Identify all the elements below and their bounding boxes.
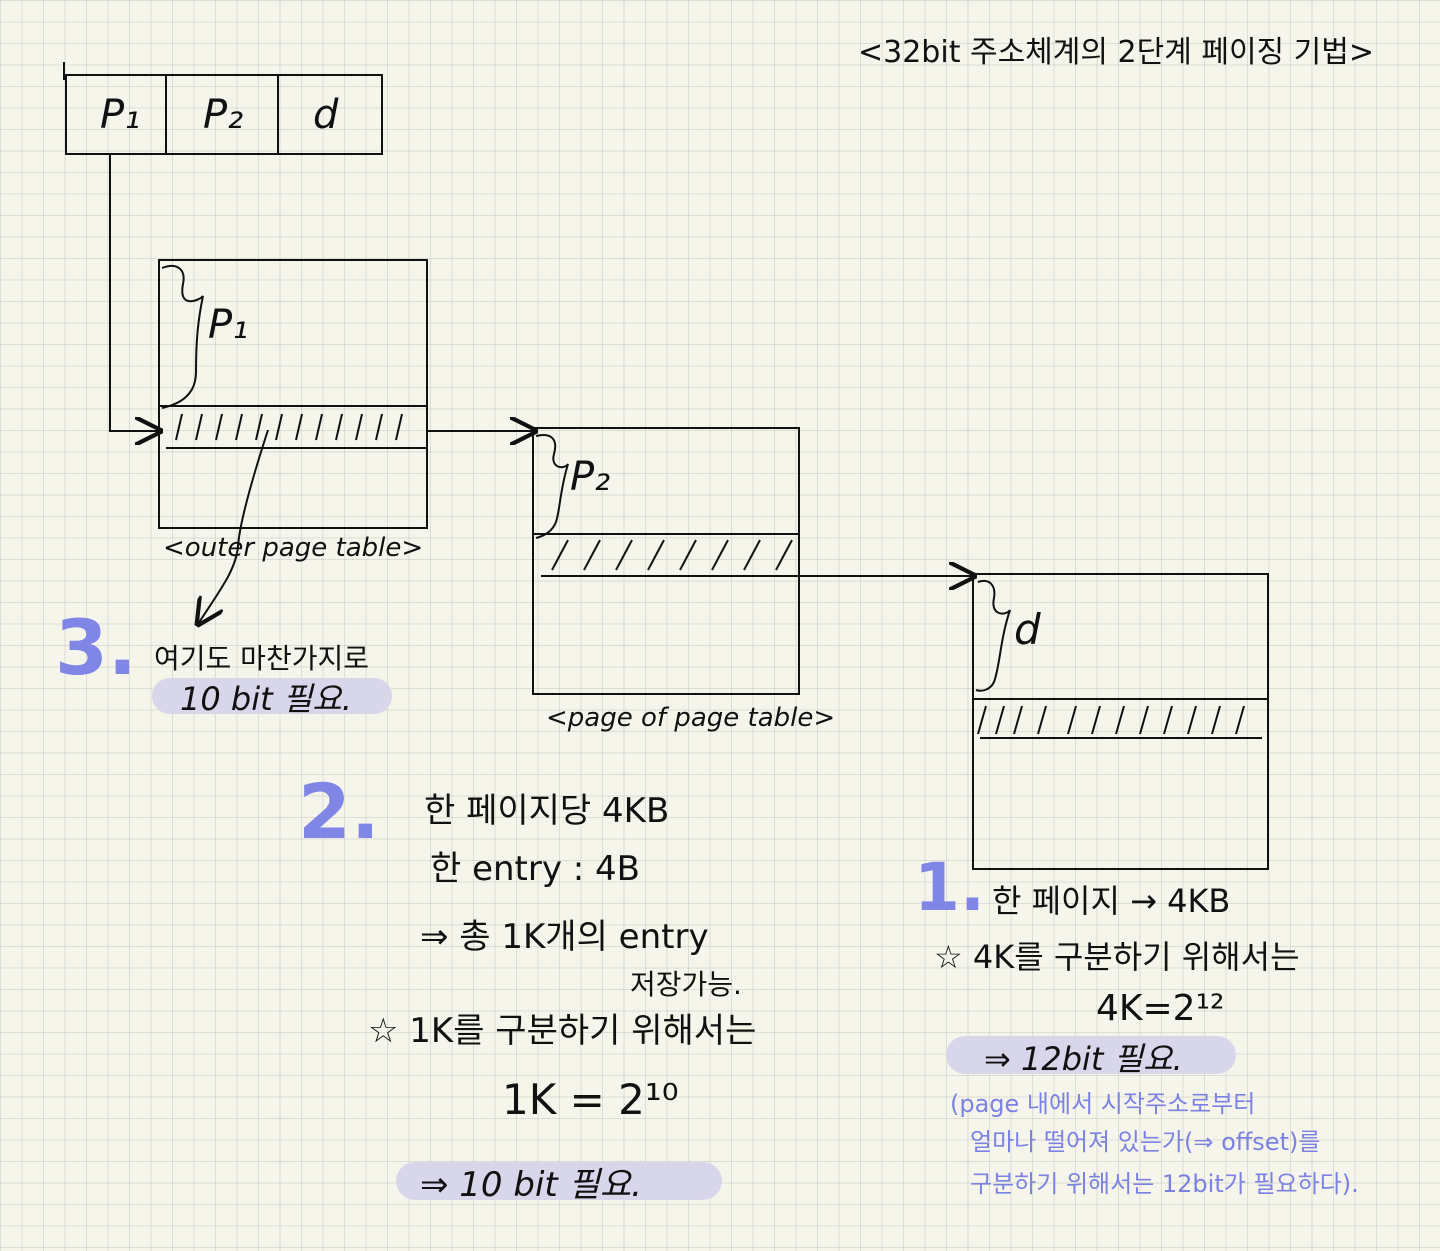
note3-number: 3.: [55, 603, 137, 692]
outer-table-caption: <outer page table>: [163, 533, 423, 563]
note1-number: 1.: [914, 849, 985, 926]
note1-line-2: ☆ 4K를 구분하기 위해서는: [934, 938, 1300, 976]
note1-highlight-text: ⇒ 12bit 필요.: [984, 1040, 1183, 1078]
note1-highlight: [946, 1036, 1236, 1074]
page-d-brace: [975, 580, 1011, 692]
outer-entry-hatch: [175, 413, 403, 441]
note3-highlight-text: 10 bit 필요.: [180, 680, 352, 718]
diagram-title: <32bit 주소체계의 2단계 페이징 기법>: [858, 35, 1374, 70]
note2-line-3: ⇒ 총 1K개의 entry: [420, 917, 709, 957]
note1-blue-line-3: 구분하기 위해서는 12bit가 필요하다).: [970, 1170, 1359, 1198]
inner-entry-hatch: [551, 539, 793, 571]
note1-blue-line-1: (page 내에서 시작주소로부터: [950, 1090, 1255, 1118]
note2-line-5: ☆ 1K를 구분하기 위해서는: [368, 1011, 756, 1051]
note2-line-4: 저장가능.: [630, 968, 742, 1001]
note1-line-1: 한 페이지 → 4KB: [992, 882, 1230, 920]
address-field-p1: P₁: [100, 92, 140, 138]
outer-page-table: P₁ <outer page table>: [158, 259, 428, 563]
page-offset-label: d: [1014, 605, 1041, 654]
address-field-p2: P₂: [203, 92, 243, 138]
arrow-to-note3: [198, 429, 269, 624]
arrow-p1-to-outer: [109, 154, 160, 431]
note2-line-6: 1K = 2¹⁰: [502, 1075, 679, 1124]
note-1: 1. 한 페이지 → 4KB ☆ 4K를 구분하기 위해서는 4K=2¹² ⇒ …: [914, 849, 1359, 1198]
note2-highlight: [396, 1162, 722, 1200]
inner-table-caption: <page of page table>: [546, 703, 835, 733]
note2-highlight-text: ⇒ 10 bit 필요.: [420, 1165, 642, 1205]
note2-number: 2.: [298, 767, 380, 856]
inner-p2-brace: [535, 434, 569, 539]
note2-line-2: 한 entry : 4B: [430, 849, 640, 889]
address-field-d: d: [313, 92, 339, 138]
note-2: 2. 한 페이지당 4KB 한 entry : 4B ⇒ 총 1K개의 entr…: [298, 767, 756, 1205]
note3-highlight: [152, 678, 392, 714]
outer-index-label: P₁: [208, 302, 248, 348]
page-entry-hatch: [977, 705, 1245, 735]
logical-address: P₁ P₂ d: [63, 62, 383, 155]
note3-line: 여기도 마찬가지로: [154, 642, 369, 675]
inner-page-table: P₂ <page of page table>: [532, 427, 835, 733]
note2-line-1: 한 페이지당 4KB: [424, 791, 669, 831]
outer-p1-brace: [161, 265, 204, 409]
note-3: 3. 여기도 마찬가지로 10 bit 필요.: [55, 603, 392, 718]
page-frame: d: [972, 573, 1269, 870]
note1-line-3: 4K=2¹²: [1096, 988, 1224, 1029]
inner-index-label: P₂: [570, 454, 610, 500]
note1-blue-line-2: 얼마나 떨어져 있는가(⇒ offset)를: [970, 1128, 1320, 1156]
